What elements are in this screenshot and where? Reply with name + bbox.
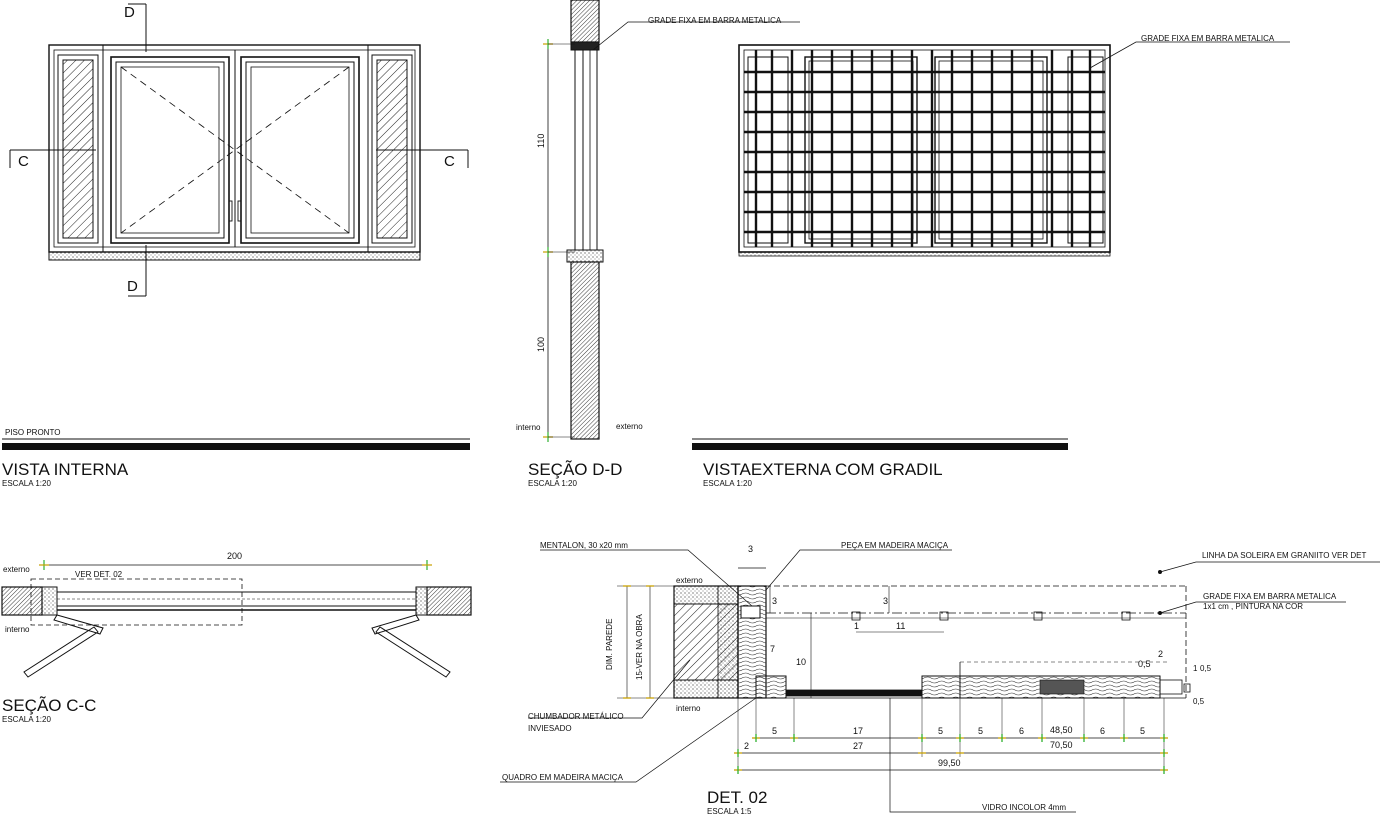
- det-r1-4850: 48,50: [1050, 725, 1073, 735]
- det-dim-3-mid: 3: [883, 596, 889, 606]
- det-dim-05c: 0,5: [1200, 664, 1212, 673]
- det-r1-5d: 5: [1140, 726, 1146, 736]
- det-mentalon-label: MENTALON, 30 x20 mm: [540, 541, 628, 550]
- det-soleira-label: LINHA DA SOLEIRA EM GRANIITO VER DET: [1202, 551, 1367, 560]
- window-sill: [48, 251, 421, 261]
- vista-externa-title: VISTAEXTERNA COM GRADIL: [703, 460, 943, 479]
- secao-dd-scale: ESCALA 1:20: [528, 479, 577, 488]
- det-dim-1: 1: [854, 621, 860, 631]
- secao-dd-title: SEÇÃO D-D: [528, 460, 623, 479]
- det-r1-6a: 6: [1019, 726, 1025, 736]
- cut-c-right-label: C: [444, 153, 455, 170]
- window-section: [574, 49, 598, 251]
- floor-label: PISO PRONTO: [5, 428, 61, 437]
- right-open-sash: [371, 614, 420, 635]
- det-glass: [785, 689, 923, 697]
- left-open-sash: [53, 614, 104, 635]
- vista-externa-scale: ESCALA 1:20: [703, 479, 752, 488]
- dim-200: 200: [227, 551, 243, 561]
- det-r1-6b: 6: [1100, 726, 1106, 736]
- vista-externa-drawing: [692, 41, 1290, 450]
- det-dim-2-right: 2: [1158, 649, 1164, 659]
- det02-title: DET. 02: [707, 788, 768, 807]
- det-sash-right: [921, 675, 961, 699]
- det-ver-obra: 15-VER NA OBRA: [635, 614, 644, 680]
- cut-d-bottom-label: D: [127, 278, 138, 295]
- secao-dd-externo: externo: [616, 422, 643, 431]
- det-r2-7050: 70,50: [1050, 740, 1073, 750]
- det02-scale: ESCALA 1:5: [707, 807, 752, 816]
- det-grade-label: GRADE FIXA EM BARRA METALICA: [1203, 592, 1337, 601]
- det-externo: externo: [676, 576, 703, 585]
- secao-dd-interno: interno: [516, 423, 541, 432]
- det-dim-7: 7: [770, 644, 776, 654]
- cut-c-left-label: C: [18, 153, 29, 170]
- right-sash: [240, 56, 360, 244]
- wall-upper: [570, 0, 600, 43]
- secao-cc-drawing: [1, 560, 472, 678]
- det-dim-3-side: 3: [772, 596, 778, 606]
- secao-dd-grade-label: GRADE FIXA EM BARRA METALICA: [648, 16, 782, 25]
- det-quadro-label: QUADRO EM MADEIRA MACIÇA: [502, 773, 623, 782]
- det-sash-left: [755, 675, 787, 699]
- secao-cc-ver-det: VER DET. 02: [75, 570, 123, 579]
- secao-cc-title: SEÇÃO C-C: [2, 696, 97, 715]
- vista-interna-scale: ESCALA 1:20: [2, 479, 51, 488]
- vista-externa-grade-label: GRADE FIXA EM BARRA METALICA: [1141, 34, 1275, 43]
- det-dim-1-right: 1: [1193, 664, 1198, 673]
- det-dim-parede: DIM. PAREDE: [605, 618, 614, 670]
- det-r1-17: 17: [853, 726, 864, 736]
- det-interno: interno: [676, 704, 701, 713]
- det-r1-5c: 5: [978, 726, 984, 736]
- secao-cc-interno: interno: [5, 625, 30, 634]
- handle-left: [228, 200, 233, 222]
- floor-line: [2, 443, 470, 450]
- metal-grille: [744, 50, 1105, 247]
- dim-110: 110: [536, 133, 546, 148]
- det-r2-2: 2: [744, 741, 750, 751]
- externa-frame: [738, 44, 1111, 253]
- det-dim-10: 10: [796, 657, 807, 667]
- wall-lower: [570, 261, 600, 440]
- det-grade-sub-label: 1x1 cm , PINTURA NA COR: [1203, 602, 1304, 611]
- det-peca-label: PEÇA EM MADEIRA MACIÇA: [841, 541, 949, 550]
- left-sash: [110, 56, 230, 244]
- det02-drawing: [500, 549, 1380, 813]
- det-dim-11: 11: [896, 621, 906, 631]
- det-inviesado-label: INVIESADO: [528, 724, 572, 733]
- vista-interna-title: VISTA INTERNA: [2, 460, 129, 479]
- right-glass-panel: [376, 59, 408, 239]
- det-r1-5a: 5: [772, 726, 778, 736]
- handle-right: [237, 200, 242, 222]
- det-dim-05b: 0,5: [1193, 697, 1205, 706]
- det-dim-3-top: 3: [748, 544, 754, 554]
- det-r2-27: 27: [853, 741, 864, 751]
- det-r1-5b: 5: [938, 726, 944, 736]
- wall-right: [426, 586, 472, 616]
- dim-100: 100: [536, 336, 546, 352]
- det-r3-9950: 99,50: [938, 758, 961, 768]
- secao-cc-externo: externo: [3, 565, 30, 574]
- left-glass-panel: [62, 59, 94, 239]
- wall-left: [1, 586, 43, 616]
- det-vidro-label: VIDRO INCOLOR 4mm: [982, 803, 1067, 812]
- det-dim-05a: 0,5: [1138, 659, 1151, 669]
- secao-cc-scale: ESCALA 1:20: [2, 715, 51, 724]
- vista-interna-drawing: [2, 3, 470, 450]
- det-chumbador-label: CHUMBADOR METÁLICO: [528, 712, 624, 721]
- cut-d-top-label: D: [124, 4, 135, 21]
- secao-dd-drawing: [543, 0, 800, 442]
